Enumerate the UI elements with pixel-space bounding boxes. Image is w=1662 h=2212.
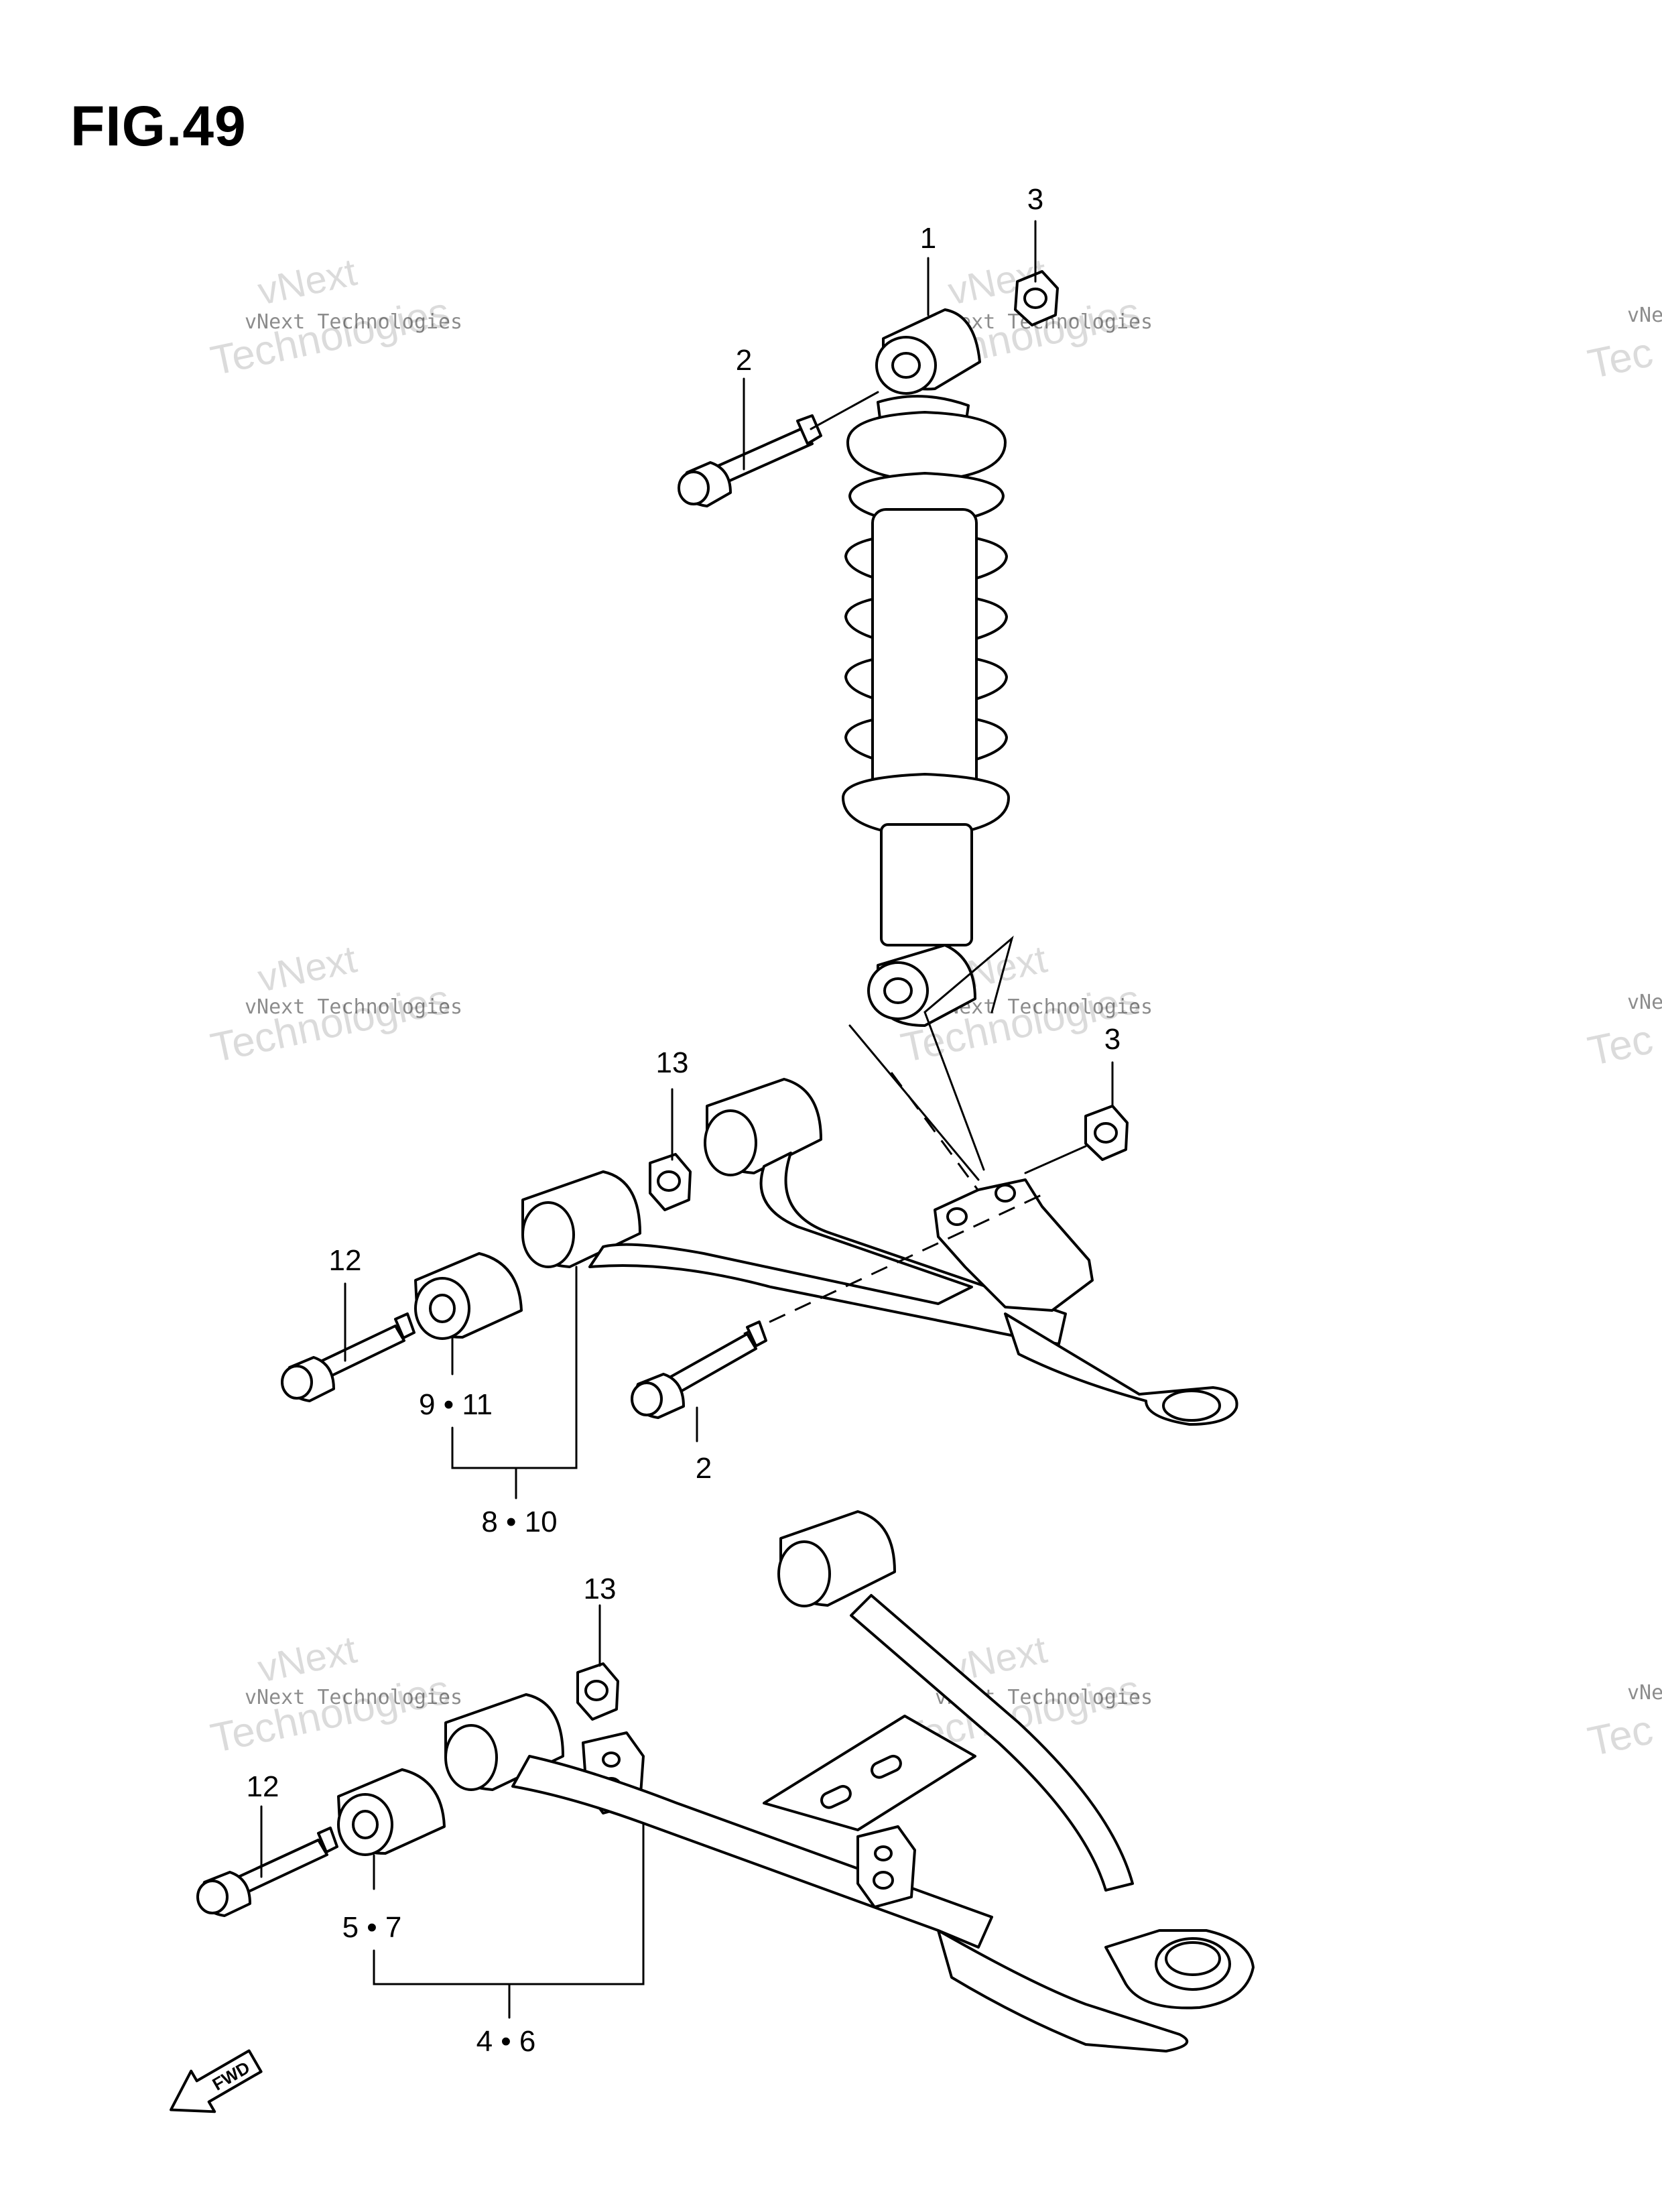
top-nut xyxy=(1014,270,1059,326)
watermark-right-bottom: vNe Tec xyxy=(1584,1681,1662,1766)
upper-pivot-bolt xyxy=(281,1312,416,1402)
shock-lower-nut xyxy=(1024,1105,1129,1174)
svg-text:Technologies: Technologies xyxy=(207,1666,454,1762)
svg-text:Tec: Tec xyxy=(1584,1707,1657,1766)
watermark-left-top: vNext Technologies vNext Technologies xyxy=(207,250,463,384)
lower-bushing xyxy=(337,1768,446,1856)
callout-3-top: 3 xyxy=(1027,183,1043,216)
callout-9-11: 9 • 11 xyxy=(419,1388,493,1421)
watermark-left-mid: vNext Technologies vNext Technologies xyxy=(207,937,463,1071)
upper-arm-nut xyxy=(649,1153,692,1211)
svg-text:Tec: Tec xyxy=(1584,1016,1657,1075)
svg-text:vNext Technologies: vNext Technologies xyxy=(245,995,462,1019)
svg-text:vNext Technologies: vNext Technologies xyxy=(245,310,462,334)
lower-control-arm xyxy=(444,1510,1255,2052)
lower-pivot-bolt xyxy=(196,1827,338,1917)
svg-text:vNext: vNext xyxy=(254,250,361,313)
shock-lower-bolt xyxy=(631,1320,767,1419)
upper-bushing xyxy=(414,1252,523,1340)
svg-text:Technologies: Technologies xyxy=(207,289,454,385)
coil-spring xyxy=(844,472,1008,806)
svg-text:vNe: vNe xyxy=(1627,1681,1662,1705)
svg-text:vNe: vNe xyxy=(1627,991,1662,1014)
callout-3-mid: 3 xyxy=(1104,1023,1121,1056)
lower-arm-nut xyxy=(576,1662,619,1721)
upper-control-arm xyxy=(521,1078,1238,1426)
callout-5-7: 5 • 7 xyxy=(342,1911,402,1944)
watermark-right-mid: vNe Tec xyxy=(1584,991,1662,1075)
callout-12-upper: 12 xyxy=(329,1244,362,1277)
top-bolt xyxy=(678,391,879,507)
svg-text:vNext: vNext xyxy=(254,1627,361,1691)
watermark-right-top: vNe Tec xyxy=(1584,304,1662,388)
callout-4-6: 4 • 6 xyxy=(476,2025,536,2058)
callout-12-lower: 12 xyxy=(247,1770,279,1803)
callout-8-10: 8 • 10 xyxy=(481,1506,557,1538)
callout-13-upper: 13 xyxy=(656,1046,689,1079)
leader-lines xyxy=(260,220,1114,2019)
svg-text:vNext Technologies: vNext Technologies xyxy=(245,1686,462,1709)
svg-text:Tec: Tec xyxy=(1584,329,1657,388)
callout-13-lower: 13 xyxy=(584,1573,617,1605)
callout-2-top: 2 xyxy=(736,344,752,377)
svg-text:vNe: vNe xyxy=(1627,304,1662,327)
watermark-left-bottom: vNext Technologies vNext Technologies xyxy=(207,1627,463,1762)
callout-2-mid: 2 xyxy=(696,1452,712,1485)
shock-absorber xyxy=(842,308,1014,1201)
svg-text:vNext: vNext xyxy=(254,937,361,1000)
svg-text:Technologies: Technologies xyxy=(207,976,454,1072)
figure-title: FIG.49 xyxy=(70,95,247,158)
callout-1: 1 xyxy=(920,222,936,255)
fwd-arrow-icon: FWD xyxy=(170,2049,263,2113)
